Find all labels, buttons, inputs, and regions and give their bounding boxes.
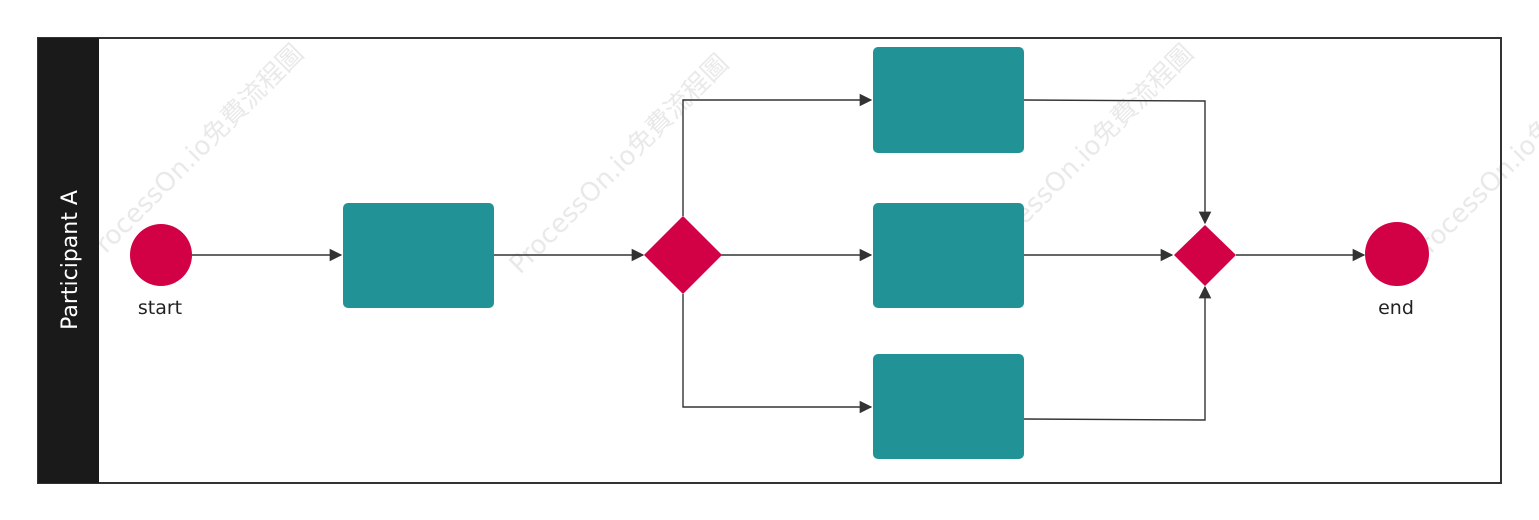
end-event[interactable]: end [1365,222,1429,319]
pool-participant-a[interactable]: Participant A [37,37,1502,484]
task-1[interactable] [343,203,494,308]
lane-label: Participant A [58,190,83,330]
start-event[interactable]: start [130,224,192,319]
edge-top-to-merge[interactable] [1023,99,1212,225]
end-event-circle[interactable] [1365,222,1429,286]
task-bottom[interactable] [873,354,1024,459]
merge-gateway[interactable] [1174,225,1236,286]
task-middle[interactable] [873,203,1024,308]
edge-split-to-top[interactable] [682,93,873,216]
edge-split-to-bottom[interactable] [682,294,873,414]
split-gateway[interactable] [644,216,722,294]
task-top[interactable] [873,47,1024,153]
start-event-circle[interactable] [130,224,192,286]
end-event-label: end [1378,297,1414,319]
lane-header[interactable] [38,38,99,483]
connectors [192,93,1366,421]
watermark-text: ProcessOn.io免費流程圖 [1404,39,1539,270]
start-event-label: start [138,297,182,319]
edge-bottom-to-merge[interactable] [1023,285,1212,421]
watermark-text: ProcessOn.io免費流程圖 [79,39,310,270]
watermark-layer: ProcessOn.io免費流程圖 ProcessOn.io免費流程圖 Proc… [79,39,1539,280]
